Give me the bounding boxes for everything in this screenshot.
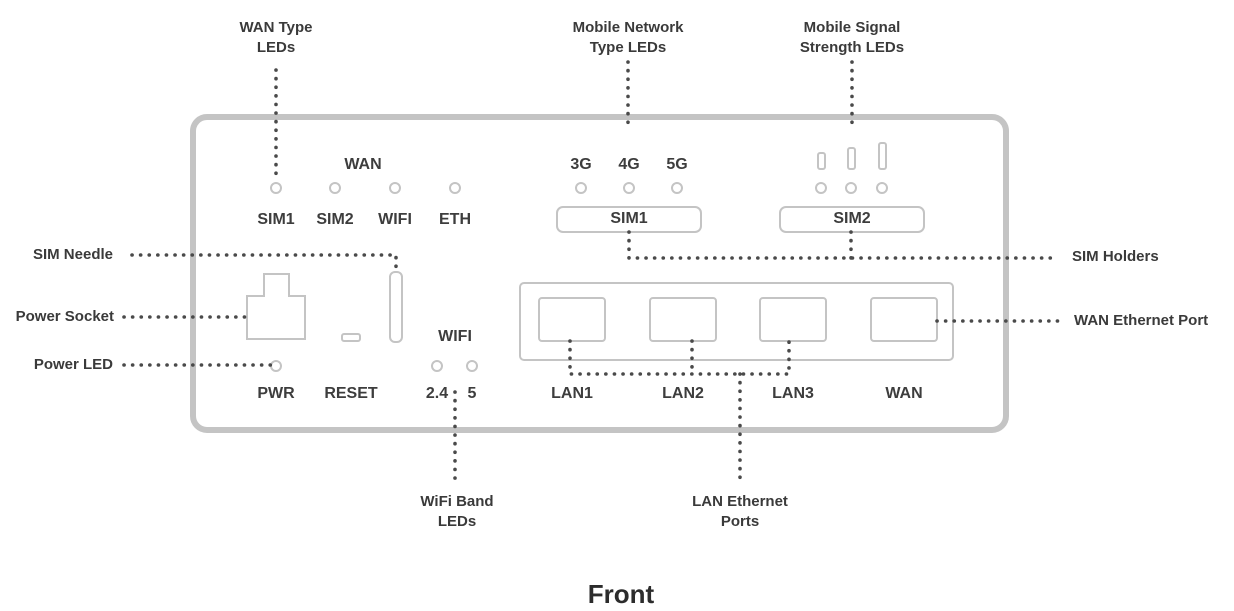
panel-port-lan2: LAN2 — [662, 385, 704, 402]
wan-led-sim2 — [329, 182, 341, 194]
port-wan — [870, 297, 938, 342]
callout-wan-type-leds-line1: WAN Type — [239, 19, 313, 36]
callout-power-socket: Power Socket — [15, 308, 114, 325]
panel-port-lan1: LAN1 — [551, 385, 593, 402]
panel-reset: RESET — [324, 385, 378, 402]
leader-lan-ports — [568, 339, 791, 484]
panel-network-4g: 4G — [618, 156, 640, 173]
callout-wan-type-leds: WAN Type LEDs — [239, 18, 312, 58]
port-lan1 — [538, 297, 606, 342]
callout-sim-holders: SIM Holders — [1072, 248, 1159, 265]
panel-wan-led-wifi: WIFI — [378, 211, 412, 228]
small-led-group — [270, 360, 478, 372]
panel-wan-header: WAN — [344, 156, 382, 173]
network-led-5g — [671, 182, 683, 194]
panel-sim2-holder-label: SIM2 — [833, 210, 871, 227]
ethernet-port-block — [519, 282, 954, 361]
wan-led-sim1 — [270, 182, 282, 194]
port-lan2 — [649, 297, 717, 342]
leader-sim-needle — [130, 253, 398, 274]
panel-network-5g: 5G — [666, 156, 688, 173]
callout-lan-ethernet-ports-line2: Ports — [720, 513, 760, 530]
signal-led-2 — [845, 182, 857, 194]
panel-network-3g: 3G — [570, 156, 592, 173]
wan-led-wifi — [389, 182, 401, 194]
wifi-led-5 — [466, 360, 478, 372]
callout-mobile-network-type-leds-line2: Type LEDs — [589, 39, 667, 56]
reset-button — [341, 333, 361, 342]
panel-wan-led-sim1: SIM1 — [257, 211, 295, 228]
callout-lan-ethernet-ports: LAN Ethernet Ports — [692, 492, 788, 532]
panel-wifi-band-5: 5 — [467, 385, 477, 402]
panel-port-lan3: LAN3 — [772, 385, 814, 402]
callout-mobile-signal-strength-leds: Mobile Signal Strength LEDs — [800, 18, 904, 58]
network-led-3g — [575, 182, 587, 194]
sim-needle-slot — [389, 271, 403, 343]
panel-wifi-band-2-4: 2.4 — [425, 385, 449, 402]
network-type-led-group — [575, 182, 683, 194]
callout-mobile-signal-strength-leds-line1: Mobile Signal — [803, 19, 901, 36]
router-body-outline — [190, 114, 1009, 433]
callout-wifi-band-leds-line2: LEDs — [437, 513, 477, 530]
panel-sim1-holder-label: SIM1 — [610, 210, 648, 227]
callout-mobile-network-type-leds-line1: Mobile Network — [572, 19, 684, 36]
panel-wan-led-eth: ETH — [439, 211, 471, 228]
callout-wan-type-leds-line2: LEDs — [256, 39, 296, 56]
wan-led-eth — [449, 182, 461, 194]
callout-mobile-network-type-leds: Mobile Network Type LEDs — [573, 18, 684, 58]
panel-wifi-header: WIFI — [438, 328, 472, 345]
signal-bar-3 — [878, 142, 887, 170]
leader-sim-holders — [627, 230, 1060, 260]
panel-port-wan: WAN — [885, 385, 923, 402]
signal-strength-group — [815, 142, 888, 194]
signal-led-1 — [815, 182, 827, 194]
callout-mobile-signal-strength-leds-line2: Strength LEDs — [799, 39, 905, 56]
signal-led-3 — [876, 182, 888, 194]
ethernet-ports — [538, 297, 938, 342]
leader-lines — [122, 60, 1064, 484]
power-led — [270, 360, 282, 372]
wifi-led-2-4 — [431, 360, 443, 372]
signal-bar-2 — [847, 147, 856, 170]
callout-lan-ethernet-ports-line1: LAN Ethernet — [692, 493, 788, 510]
network-led-4g — [623, 182, 635, 194]
callout-sim-needle: SIM Needle — [32, 246, 113, 263]
port-lan3 — [759, 297, 827, 342]
callout-power-led: Power LED — [33, 356, 113, 373]
panel-wan-led-sim2: SIM2 — [316, 211, 354, 228]
callout-wifi-band-leds: WiFi Band LEDs — [420, 492, 493, 532]
callout-wifi-band-leds-line1: WiFi Band — [420, 493, 494, 510]
diagram-caption: Front — [587, 579, 655, 609]
callout-wan-ethernet-port: WAN Ethernet Port — [1074, 312, 1209, 329]
panel-pwr: PWR — [257, 385, 295, 402]
signal-bar-1 — [817, 152, 826, 170]
power-socket — [246, 273, 306, 340]
wan-type-led-group — [270, 182, 461, 194]
